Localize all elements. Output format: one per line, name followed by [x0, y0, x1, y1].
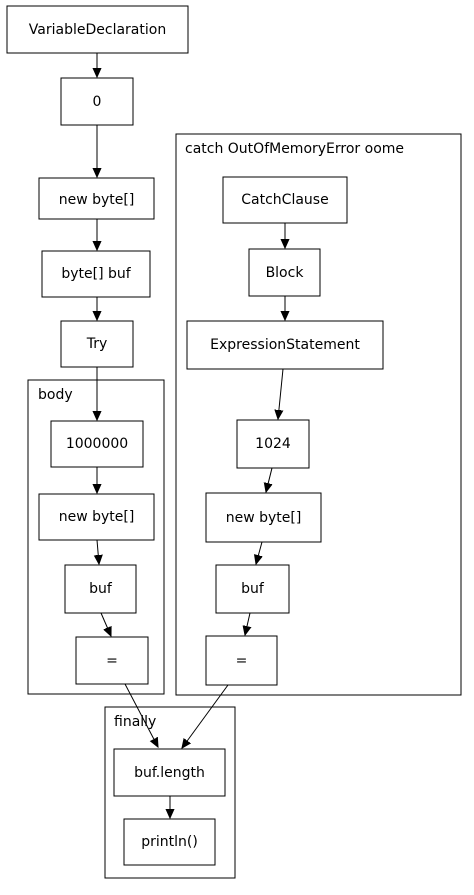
node-zero: 0 — [60, 77, 134, 126]
svg-text:=: = — [236, 653, 248, 669]
node-body-new-byte-array: new byte[] — [38, 493, 155, 541]
cluster-catch-label: catch OutOfMemoryError oome — [185, 141, 404, 157]
svg-text:new byte[]: new byte[] — [59, 192, 135, 208]
edge-newbyte-buf-catch — [256, 541, 262, 564]
node-new-byte-array: new byte[] — [38, 177, 155, 220]
node-catch-expression-statement: ExpressionStatement — [186, 320, 384, 370]
edges — [97, 53, 285, 818]
edge-body-assign-buflength — [124, 683, 158, 747]
cluster-finally-label: finally — [114, 714, 156, 730]
edge-newbyte-buf — [97, 539, 99, 564]
cluster-body: body — [27, 379, 165, 695]
cluster-finally: finally — [104, 706, 236, 879]
svg-text:VariableDeclaration: VariableDeclaration — [29, 22, 166, 38]
svg-text:buf: buf — [89, 581, 113, 597]
node-byte-array-buf: byte[] buf — [41, 250, 151, 298]
svg-text:println(): println() — [141, 834, 198, 850]
cluster-body-label: body — [38, 387, 73, 403]
edge-exprstatement-1024 — [278, 368, 283, 419]
node-catch-block: Block — [248, 248, 321, 297]
svg-text:CatchClause: CatchClause — [241, 192, 328, 208]
svg-text:byte[] buf: byte[] buf — [61, 266, 131, 282]
svg-text:Try: Try — [86, 336, 108, 352]
svg-text:0: 0 — [93, 94, 102, 110]
node-variable-declaration: VariableDeclaration — [6, 5, 189, 54]
svg-text:new byte[]: new byte[] — [226, 510, 302, 526]
node-catch-1024: 1024 — [236, 419, 310, 469]
svg-text:=: = — [106, 653, 118, 669]
edge-1024-newbyte — [266, 467, 272, 492]
node-catch-buf: buf — [215, 564, 290, 614]
svg-text:new byte[]: new byte[] — [59, 509, 135, 525]
node-catch-new-byte-array: new byte[] — [205, 492, 322, 543]
node-body-1000000: 1000000 — [50, 420, 144, 468]
svg-text:1000000: 1000000 — [66, 436, 128, 452]
node-catch-assign: = — [205, 635, 278, 686]
node-try: Try — [60, 320, 134, 368]
node-finally-println: println() — [123, 818, 216, 866]
cluster-catch: catch OutOfMemoryError oome — [175, 133, 462, 696]
svg-text:Block: Block — [266, 265, 305, 281]
svg-text:buf.length: buf.length — [134, 765, 205, 781]
svg-text:1024: 1024 — [255, 436, 291, 452]
svg-text:ExpressionStatement: ExpressionStatement — [210, 337, 360, 353]
edge-buf-assign — [100, 612, 111, 636]
node-finally-buf-length: buf.length — [113, 748, 226, 797]
edge-catch-assign-buflength — [182, 684, 229, 748]
node-catch-clause: CatchClause — [222, 176, 348, 224]
edge-buf-assign-catch — [245, 612, 250, 635]
node-body-buf: buf — [64, 564, 137, 614]
svg-text:buf: buf — [241, 581, 265, 597]
node-body-assign: = — [75, 636, 149, 685]
